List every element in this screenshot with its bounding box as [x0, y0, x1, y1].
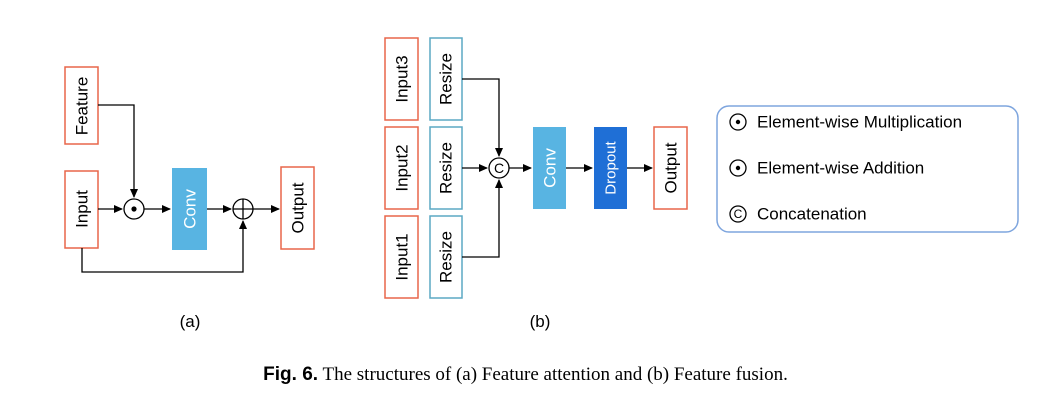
legend-addition-label: Element-wise Addition — [757, 159, 924, 178]
conv-box-a — [172, 168, 207, 250]
input1-box — [384, 215, 419, 299]
input-box — [64, 170, 99, 249]
resize2-box — [429, 126, 463, 210]
input1-label: Input1 — [393, 233, 412, 280]
dropout-box — [594, 127, 627, 209]
legend-concat-letter: C — [734, 207, 743, 221]
output-label-a: Output — [289, 182, 308, 233]
resize3-box — [429, 37, 463, 121]
input2-label: Input2 — [393, 144, 412, 191]
legend-box — [716, 105, 1019, 233]
feature-to-multiply-arrow — [98, 104, 138, 198]
output-label-b: Output — [662, 142, 681, 193]
feature-label: Feature — [73, 77, 92, 136]
legend-concat-label: Concatenation — [757, 205, 867, 224]
legend: Element-wise Multiplication Element-wise… — [716, 105, 1019, 233]
caption-text: The structures of (a) Feature attention … — [318, 364, 788, 385]
input3-label: Input3 — [393, 55, 412, 102]
input3-box — [384, 37, 419, 121]
caption-lead: Fig. 6. — [263, 364, 319, 385]
legend-concat-icon — [729, 205, 747, 223]
panel-a: Feature Input Conv Output (a) — [64, 66, 315, 331]
dropout-label: Dropout — [603, 140, 620, 194]
feature-box — [64, 66, 99, 145]
panel-a-label: (a) — [180, 312, 201, 331]
legend-addition-dot — [735, 165, 741, 171]
legend-multiply-dot — [735, 119, 741, 125]
panel-b: Input3 Resize Input2 Resize Input1 Resiz… — [384, 37, 688, 331]
figure-caption: Fig. 6. The structures of (a) Feature at… — [0, 364, 1051, 386]
output-box-a — [280, 166, 315, 250]
input-label: Input — [73, 190, 92, 228]
legend-multiply-label: Element-wise Multiplication — [757, 113, 962, 132]
output-box-b — [653, 126, 688, 210]
residual-arrow — [81, 220, 247, 273]
multiply-dot — [131, 206, 137, 212]
conv-label-b: Conv — [541, 148, 560, 188]
resize2-label: Resize — [437, 142, 456, 194]
resize1-label: Resize — [437, 231, 456, 283]
conv-box-b — [533, 127, 566, 209]
resize1-to-concat-arrow — [462, 179, 503, 258]
resize3-label: Resize — [437, 53, 456, 105]
panel-b-label: (b) — [530, 312, 551, 331]
concat-letter: C — [494, 160, 504, 176]
resize1-box — [429, 215, 463, 299]
resize3-to-concat-arrow — [462, 78, 503, 157]
conv-label-a: Conv — [181, 189, 200, 229]
input2-box — [384, 126, 419, 210]
